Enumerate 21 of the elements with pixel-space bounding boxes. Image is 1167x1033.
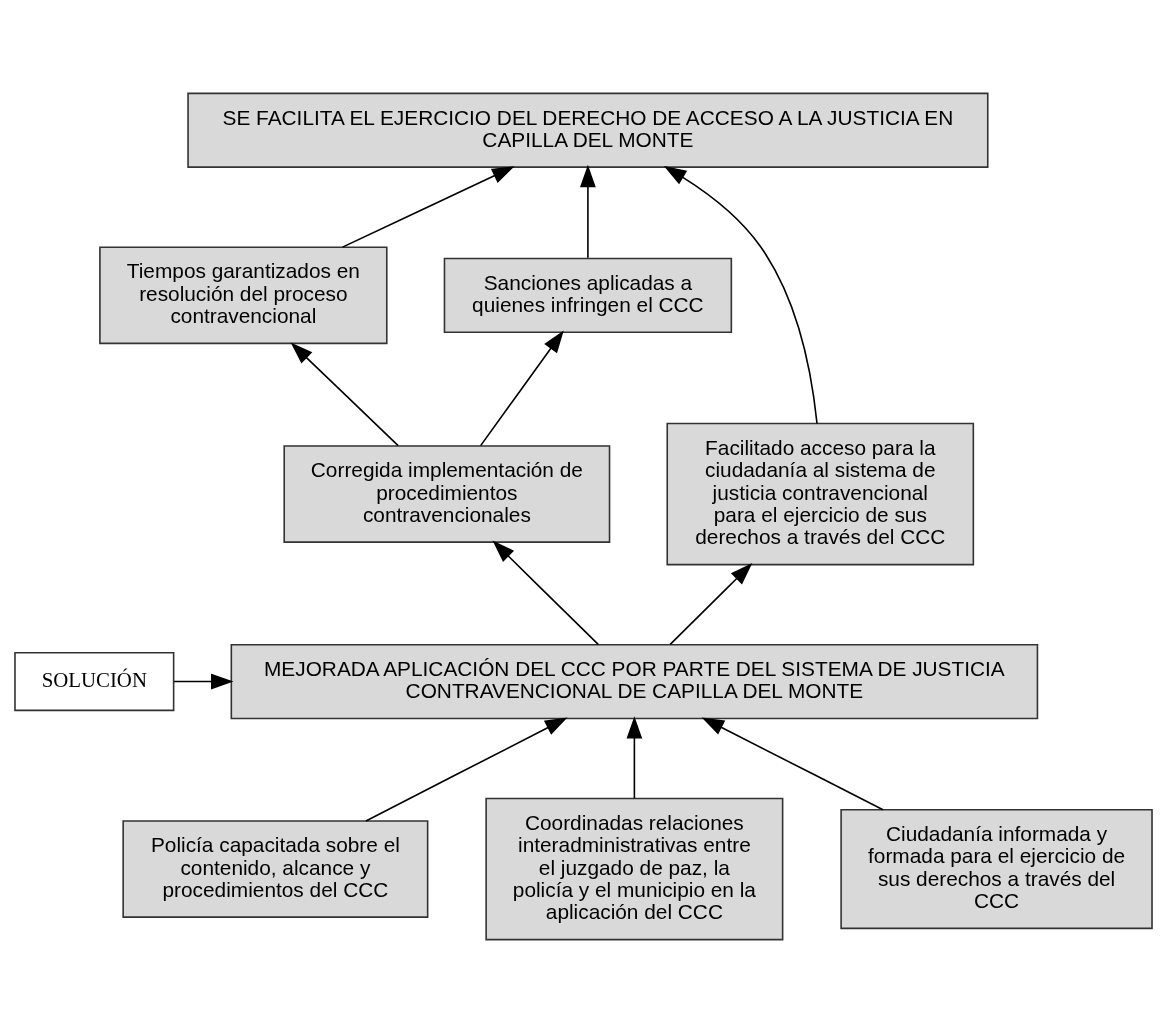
node-box: Sanciones aplicadas a quienes infringen el CCC: [443, 257, 733, 333]
node-box: MEJORADA APLICACIÓN DEL CCC POR PARTE DEL SISTEMA DE JUSTICIA CONTRAVENCIONAL DE CAPILLA DEL MONTE: [230, 643, 1039, 720]
arrow: [173, 673, 234, 690]
node-box: SE FACILITA EL EJERCICIO DEL DERECHO DE ACCESO A LA JUSTICIA EN CAPILLA DEL MONTE: [187, 92, 989, 168]
arrow: [479, 330, 564, 447]
arrow: [701, 717, 884, 811]
arrow: [365, 717, 568, 822]
node-box: Ciudadanía informada y formada para el ejercicio de sus derechos a través del CCC: [840, 809, 1153, 930]
arrow: [492, 540, 600, 646]
node-box: Tiempos garantizados en resolución del proceso contravencional: [99, 246, 388, 345]
arrow: [663, 166, 818, 425]
arrow: [341, 166, 515, 248]
node-box: Policía capacitada sobre el contenido, alcance y procedimientos del CCC: [122, 820, 429, 918]
node-box: Corregida implementación de procedimientos contravencionales: [283, 445, 611, 543]
arrow: [626, 716, 643, 800]
arrow: [290, 342, 399, 447]
arrow: [669, 563, 753, 646]
node-box: Coordinadas relaciones interadministrativas entre el juzgado de paz, la policía y el municipio en la aplicación del CCC: [485, 797, 784, 941]
arrow: [580, 164, 596, 259]
node-box: Facilitado acceso para la ciudadanía al sistema de justicia contravencional para el ejercicio de sus derechos a través del CCC: [666, 422, 975, 566]
node-box: SOLUCIÓN: [14, 651, 175, 712]
